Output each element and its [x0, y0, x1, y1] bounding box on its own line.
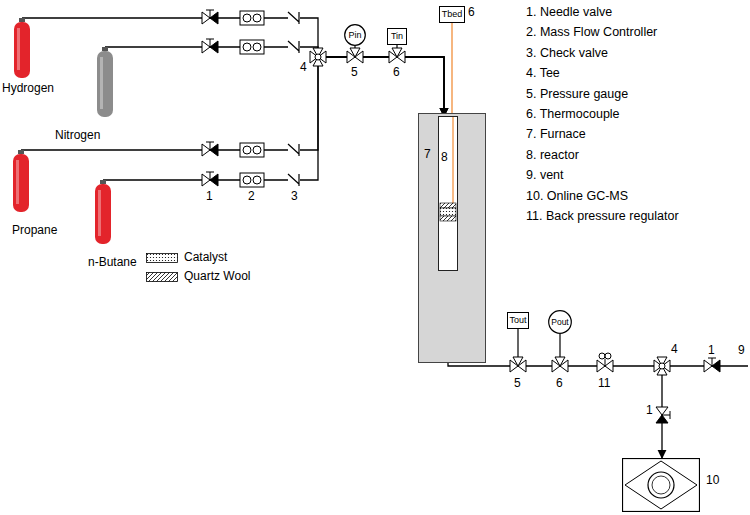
callout-number: 6 [468, 6, 475, 18]
cylinder-shape [96, 47, 114, 117]
callout-number: 6 [393, 66, 400, 78]
node-label: Tout [509, 316, 526, 325]
callout-number: 3 [291, 190, 298, 202]
list-item: 1. Needle valve [526, 6, 612, 19]
propane-cylinder: Propane [8, 150, 68, 240]
check-valve [288, 144, 300, 156]
cylinder-shape [12, 150, 30, 212]
list-item: 4. Tee [526, 67, 560, 80]
mass-flow-controller [240, 40, 264, 54]
legend-sample [146, 253, 178, 263]
callout-number: 6 [556, 377, 563, 389]
thermocouple-box: Tbed [439, 6, 465, 23]
pipe-line [21, 57, 444, 150]
node-label: 10 [706, 474, 719, 486]
list-item: 11. Back pressure regulator [526, 210, 679, 223]
node-label: Nitrogen [55, 129, 100, 141]
callout-number: 5 [514, 377, 521, 389]
thermocouple-wire [451, 23, 453, 116]
pressure-gauge: Pin [344, 24, 366, 46]
list-item: 7. Furnace [526, 128, 586, 141]
node-label: Pout [551, 318, 569, 327]
pipe-line [105, 47, 444, 116]
list-item: 8. reactor [526, 149, 579, 162]
legend-label: Catalyst [184, 251, 227, 263]
mass-flow-controller [240, 143, 264, 157]
callout-number: 4 [671, 343, 678, 355]
thermowell [452, 117, 454, 203]
check-valve [288, 12, 300, 24]
list-item: 6. Thermocouple [526, 108, 620, 121]
legend-label: Quartz Wool [184, 270, 250, 282]
check-valve [288, 174, 300, 186]
butane-cylinder: n-Butane [86, 180, 142, 272]
gcms-symbol [622, 458, 700, 512]
callout-number: 1 [206, 190, 213, 202]
callout-number: 11 [598, 377, 610, 389]
node-label: Pin [348, 31, 361, 40]
gcms-unit: 10 [622, 458, 722, 512]
mass-flow-controller [240, 173, 264, 187]
node-label: 8 [441, 151, 448, 163]
pressure-gauge: Pout [548, 310, 572, 334]
pipe-line [103, 57, 444, 180]
callout-number: 1 [646, 404, 653, 416]
list-item: 9. vent [526, 169, 564, 182]
thermocouple-box: Tin [387, 28, 407, 45]
nitrogen-cylinder: Nitrogen [55, 47, 117, 143]
catalyst-bed [439, 117, 457, 270]
furnace-box: 78 [418, 113, 486, 363]
list-item: 5. Pressure gauge [526, 88, 628, 101]
list-item: 3. Check valve [526, 47, 608, 60]
node-label: Propane [12, 224, 57, 236]
list-item: 10. Online GC-MS [526, 190, 628, 203]
pipe-line [22, 18, 444, 116]
needle-valve [202, 172, 218, 186]
callout-number: 4 [300, 61, 307, 73]
needle-valve [202, 142, 218, 156]
needle-valve [202, 39, 218, 53]
cylinder-shape [13, 18, 31, 78]
callout-number: 1 [708, 344, 715, 356]
reactor-tube: 8 [438, 116, 458, 271]
node-label: Hydrogen [2, 82, 54, 94]
node-label: 7 [424, 148, 431, 160]
callout-number: 5 [351, 66, 358, 78]
list-item: 2. Mass Flow Controller [526, 26, 657, 39]
node-label: Tin [391, 32, 403, 41]
legend-sample [146, 272, 178, 282]
thermocouple-box: Tout [507, 312, 529, 329]
hydrogen-cylinder: Hydrogen [2, 18, 64, 116]
needle-valve [202, 10, 218, 24]
callout-number: 9 [738, 344, 745, 356]
check-valve [288, 41, 300, 53]
node-label: n-Butane [88, 256, 137, 268]
callout-number: 2 [248, 190, 255, 202]
cylinder-shape [94, 180, 112, 244]
mass-flow-controller [240, 11, 264, 25]
node-label: Tbed [442, 10, 463, 19]
